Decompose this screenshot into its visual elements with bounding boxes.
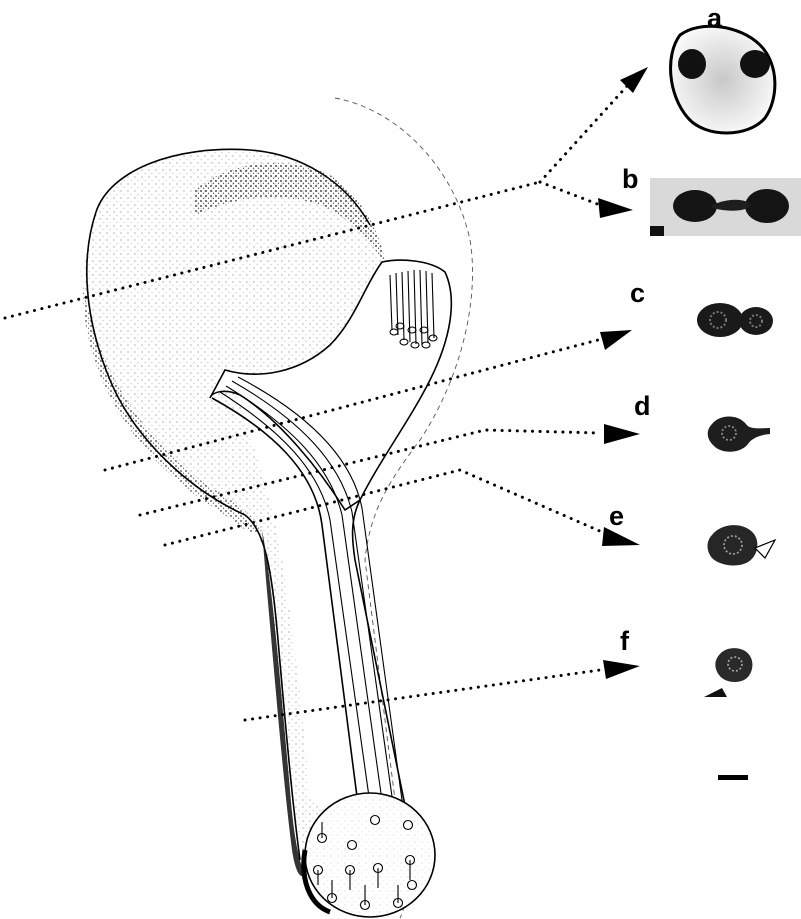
organ-illustration xyxy=(80,98,473,918)
arrowhead-d xyxy=(604,424,640,444)
panel-b: b xyxy=(622,164,801,236)
panel-d: d xyxy=(634,391,770,452)
panel-a: a xyxy=(671,3,775,133)
micrograph-f xyxy=(715,648,752,682)
arrowhead-a xyxy=(620,67,648,93)
arrowhead-b xyxy=(598,198,633,218)
panel-f: f xyxy=(620,626,752,697)
panel-label-d: d xyxy=(634,391,651,421)
panel-e: e xyxy=(609,501,775,565)
scale-bar xyxy=(718,775,748,780)
guide-to-a xyxy=(540,85,628,182)
micrograph-b-lobe-left xyxy=(673,190,717,222)
micrograph-c xyxy=(697,303,743,337)
base-disc xyxy=(304,793,435,917)
arrowhead-c xyxy=(600,330,632,350)
arrowhead-f xyxy=(603,660,640,679)
panel-c: c xyxy=(630,278,773,337)
micrograph-b-lobe-right xyxy=(745,189,789,223)
panel-label-f: f xyxy=(620,626,630,656)
panel-label-c: c xyxy=(630,278,645,308)
micrograph-d xyxy=(708,417,770,452)
micrograph-a xyxy=(671,26,775,133)
guide-to-b xyxy=(540,182,600,205)
panel-label-b: b xyxy=(622,164,639,194)
panel-label-e: e xyxy=(609,501,624,531)
micrograph-e xyxy=(708,525,758,565)
